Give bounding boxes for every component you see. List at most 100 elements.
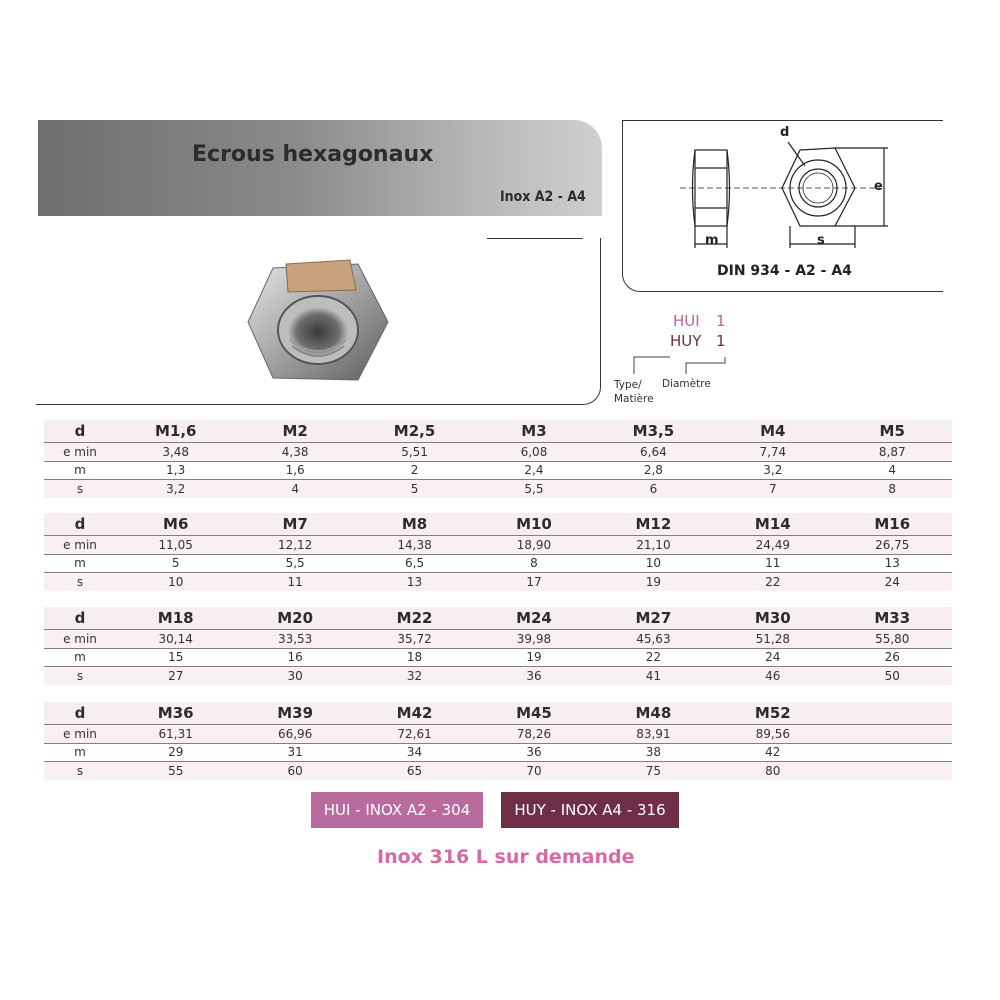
table-cell: 38 xyxy=(645,745,662,760)
drawing-frame xyxy=(622,120,943,292)
table-cell: 2 xyxy=(410,463,419,478)
type-material-label: Type/ Matière xyxy=(614,379,654,405)
column-header: M22 xyxy=(396,609,433,627)
column-header: M3 xyxy=(521,422,547,440)
code-diameter-2: 1 xyxy=(716,332,726,350)
nut-front-view xyxy=(781,141,888,248)
table-cell: 55 xyxy=(168,763,184,778)
column-header: M27 xyxy=(635,609,672,627)
badge-huy-inox-a4: HUY - INOX A4 - 316 xyxy=(501,792,679,828)
table-cell: 7 xyxy=(769,481,777,496)
dim-label-e: e xyxy=(874,179,883,194)
row-label: e min xyxy=(63,537,97,552)
table-cell: 18 xyxy=(406,650,423,665)
table-cell: 46 xyxy=(765,668,781,683)
table-cell: 3,2 xyxy=(763,463,783,478)
column-header: M5 xyxy=(879,422,905,440)
table-cell: 12,12 xyxy=(277,537,313,552)
row-label: s xyxy=(76,763,84,778)
header-banner xyxy=(38,120,602,216)
table-cell: 33,53 xyxy=(277,631,313,646)
row-label: e min xyxy=(63,631,97,646)
table-cell: 24,49 xyxy=(755,537,790,552)
table-cell: 31 xyxy=(287,745,303,760)
table-cell: 32 xyxy=(406,668,423,683)
dim-label-d: d xyxy=(780,125,789,140)
table-cell: 19 xyxy=(645,574,662,589)
row-label: s xyxy=(76,574,84,589)
table-cell: 8,87 xyxy=(878,444,906,459)
column-header: M39 xyxy=(277,704,314,722)
column-header: M24 xyxy=(516,609,552,627)
table-cell: 45,63 xyxy=(636,631,671,646)
column-header: M20 xyxy=(277,609,314,627)
dim-label-s: s xyxy=(817,233,825,248)
table-cell: 22 xyxy=(765,574,781,589)
code-legend-lines xyxy=(633,356,726,374)
diameter-label: Diamètre xyxy=(662,378,711,390)
nut-dimension-drawing: d e m s xyxy=(680,125,888,248)
table-cell: 5 xyxy=(171,556,180,571)
table-cell: 3,2 xyxy=(166,481,186,496)
row-label: e min xyxy=(63,444,97,459)
table-cell: 11 xyxy=(287,574,303,589)
table-cell: 5,51 xyxy=(401,444,428,459)
table-cell: 1,3 xyxy=(166,463,186,478)
table-cell: 36 xyxy=(526,745,542,760)
table-cell: 21,10 xyxy=(636,537,671,552)
table-cell: 13 xyxy=(884,556,900,571)
row-label: m xyxy=(74,463,86,478)
table-cell: 4 xyxy=(291,481,299,496)
column-header: M2,5 xyxy=(393,422,436,440)
table-cell: 4,38 xyxy=(281,444,309,459)
code-huy: HUY xyxy=(670,332,702,350)
table-cell: 29 xyxy=(168,745,184,760)
page-title: Ecrous hexagonaux xyxy=(192,142,434,167)
table-cell: 26 xyxy=(884,650,900,665)
table-cell: 75 xyxy=(645,763,662,778)
table-cell: 80 xyxy=(765,763,781,778)
code-hui: HUI xyxy=(673,312,700,330)
table-cell: 61,31 xyxy=(158,726,193,741)
code-diameter-1: 1 xyxy=(716,312,726,330)
column-header: M16 xyxy=(874,515,911,533)
table-cell: 10 xyxy=(645,556,662,571)
table-cell: 83,91 xyxy=(636,726,671,741)
table-cell: 51,28 xyxy=(755,631,790,646)
table-cell: 10 xyxy=(168,574,184,589)
row-label: s xyxy=(76,668,84,683)
row-label: e min xyxy=(63,726,97,741)
table-cell: 15 xyxy=(168,650,184,665)
table-cell: 78,26 xyxy=(516,726,552,741)
table-cell: 5,5 xyxy=(285,556,305,571)
table-cell: 89,56 xyxy=(755,726,790,741)
column-header: M45 xyxy=(516,704,552,722)
table-cell: 4 xyxy=(888,463,897,478)
column-header: M42 xyxy=(396,704,433,722)
table-cell: 8 xyxy=(888,481,897,496)
table-cell: 30,14 xyxy=(158,631,193,646)
drawing-caption: DIN 934 - A2 - A4 xyxy=(717,263,852,279)
nut-side-view xyxy=(680,149,880,248)
column-header: M8 xyxy=(401,515,428,533)
badge-hui-inox-a2: HUI - INOX A2 - 304 xyxy=(311,792,483,828)
table-cell: 5 xyxy=(410,481,419,496)
column-header: M3,5 xyxy=(632,422,675,440)
table-cell: 13 xyxy=(406,574,423,589)
photo-frame xyxy=(36,238,601,405)
table-cell: 34 xyxy=(406,745,423,760)
column-header: M36 xyxy=(157,704,194,722)
column-header: M6 xyxy=(163,515,189,533)
column-header: M33 xyxy=(874,609,911,627)
